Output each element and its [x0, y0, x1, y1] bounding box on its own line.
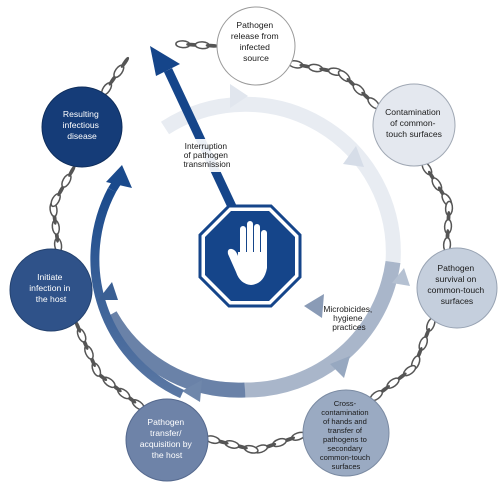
flow-chevron	[106, 165, 132, 188]
svg-text:Contamination of common-: Contamination of common- touch surfaces	[385, 107, 443, 139]
interruption-annotation: Interruption of pathogen transmission	[183, 139, 231, 172]
flow-chevron	[182, 380, 202, 402]
svg-text:Pathogen survival on: Pathogen survival on common-touch surfac…	[427, 263, 486, 306]
transmission-flow-ring	[103, 84, 410, 402]
chain-link-icon	[418, 336, 429, 351]
microbicides-annotation: Microbicides, hygiene practices	[323, 304, 374, 332]
chain-link-icon	[68, 165, 76, 177]
chain-ring	[49, 40, 454, 454]
svg-text:Initiate infection in: Initiate infection in the host	[29, 272, 72, 304]
annotation-text: Microbicides, hygiene practices	[323, 304, 374, 332]
node-cross-contamination: Cross- contamination of hands and transf…	[302, 389, 390, 477]
chain-link-icon	[272, 437, 287, 448]
node-contamination: Contamination of common- touch surfaces	[372, 83, 456, 167]
stop-hand-icon	[227, 221, 267, 285]
flow-chevron	[343, 146, 364, 167]
microbicides-arrow	[304, 294, 324, 318]
host-infection-arc	[90, 165, 184, 399]
chain-link-icon	[120, 56, 130, 68]
svg-text:Pathogen transfer/: Pathogen transfer/ acquisition by the ho…	[140, 417, 194, 460]
node-initiate-infection: Initiate infection in the host	[9, 248, 93, 332]
node-pathogen-release: Pathogen release from infected source	[216, 6, 296, 86]
node-pathogen-survival: Pathogen survival on common-touch surfac…	[416, 247, 498, 329]
annotation-text: Interruption of pathogen transmission	[183, 141, 230, 169]
svg-text:Cross- contamination: Cross- contamination of hands and transf…	[320, 399, 372, 471]
svg-text:Pathogen release from: Pathogen release from infected source	[231, 20, 281, 63]
interruption-arrow	[150, 46, 240, 215]
node-pathogen-transfer: Pathogen transfer/ acquisition by the ho…	[125, 398, 209, 482]
stop-sign	[198, 204, 302, 308]
flow-chevron	[230, 84, 248, 108]
chain-link-icon	[205, 43, 219, 48]
svg-text:Resulting infectious: Resulting infectious disease	[63, 109, 102, 141]
flow-chevron	[330, 356, 350, 378]
flow-chevron	[392, 268, 410, 286]
flow-chevron	[98, 282, 118, 300]
node-infectious-disease: Resulting infectious disease	[41, 86, 123, 168]
